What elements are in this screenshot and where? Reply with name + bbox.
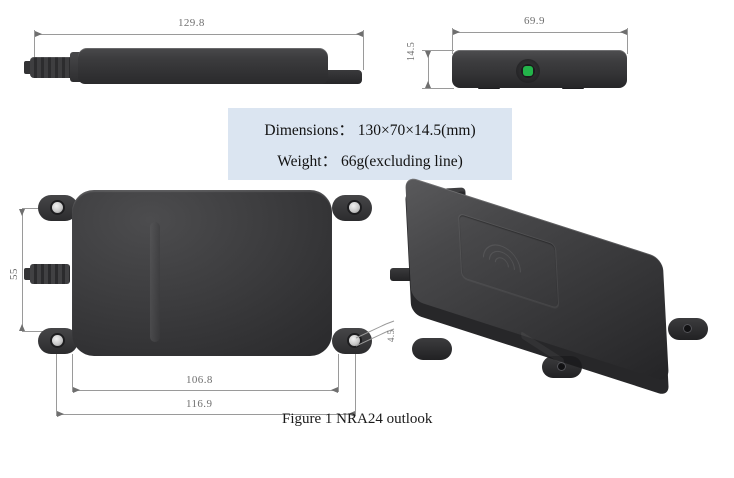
mounting-hole-front-right [683, 324, 692, 333]
arrow-bottom [19, 324, 25, 331]
wifi-wave-icon-large [475, 238, 529, 292]
plan-view: 55 4.5 106.8 [0, 180, 400, 430]
dimension-line-106-8 [72, 390, 338, 391]
extension-line-116-left [56, 354, 57, 416]
mounting-hole-front-left [557, 362, 566, 371]
dimension-label-14-5: 14.5 [406, 41, 417, 61]
extension-line-bottom [422, 88, 454, 89]
dimension-line-height [428, 50, 429, 88]
figure-caption: Figure 1 NRA24 outlook [282, 411, 433, 427]
spec-weight-line: Weight： 66g(excluding line) [277, 152, 463, 170]
dimension-line-depth [22, 208, 23, 331]
arrow-left [35, 31, 42, 37]
arrow-left [57, 411, 64, 417]
arrow-top [19, 209, 25, 216]
dimension-label-106-8: 106.8 [186, 374, 213, 386]
arrow-top [425, 51, 431, 58]
extension-line-left [34, 30, 35, 66]
dimension-label-116-9: 116.9 [186, 398, 213, 410]
mounting-hole-top-left [52, 202, 63, 213]
extension-line-right [363, 30, 364, 70]
housing-inner-edge [150, 222, 160, 342]
cable-gland-tip [24, 61, 33, 74]
spec-dimensions-line: Dimensions： 130×70×14.5(mm) [264, 121, 476, 139]
extension-line-106-right [338, 354, 339, 392]
mounting-hole-bottom-left [52, 335, 63, 346]
mounting-hole-top-right [349, 202, 360, 213]
dimension-line-116-9 [56, 414, 355, 415]
isometric-render-view [390, 170, 734, 400]
dimension-line-length [34, 34, 363, 35]
dimension-label-55: 55 [8, 268, 20, 280]
arrow-left [453, 29, 460, 35]
side-elevation-view: 129.8 [0, 0, 400, 110]
arrow-right [620, 29, 627, 35]
status-led-icon [523, 66, 533, 76]
arrow-bottom [425, 81, 431, 88]
cable-gland-tip [24, 268, 33, 280]
hole-callout-leader [355, 320, 395, 347]
housing-plan-outline [72, 190, 332, 356]
extension-line-106-left [72, 354, 73, 392]
arrow-left [73, 387, 80, 393]
arrow-right [348, 411, 355, 417]
arrow-right [331, 387, 338, 393]
cable-gland [30, 264, 70, 284]
housing-side-profile [78, 48, 328, 84]
dimension-label-129-8: 129.8 [178, 17, 205, 29]
arrow-right [356, 31, 363, 37]
front-elevation-view: 69.9 14.5 [400, 0, 734, 110]
emboss-logo-panel [457, 212, 560, 310]
specification-box: Dimensions： 130×70×14.5(mm) Weight： 66g(… [228, 108, 512, 180]
dimension-label-4-5: 4.5 [386, 329, 396, 342]
extension-line-right [627, 28, 628, 54]
extension-line-left [452, 28, 453, 54]
extension-line-top [422, 50, 454, 51]
cable-gland [30, 57, 82, 78]
mounting-hole-bottom-right [349, 335, 360, 346]
mounting-tab-left-rear [412, 338, 452, 360]
dimension-line-width [452, 32, 627, 33]
dimension-label-69-9: 69.9 [524, 15, 545, 27]
extension-line-116-right [355, 354, 356, 416]
mounting-foot-right [318, 70, 362, 84]
